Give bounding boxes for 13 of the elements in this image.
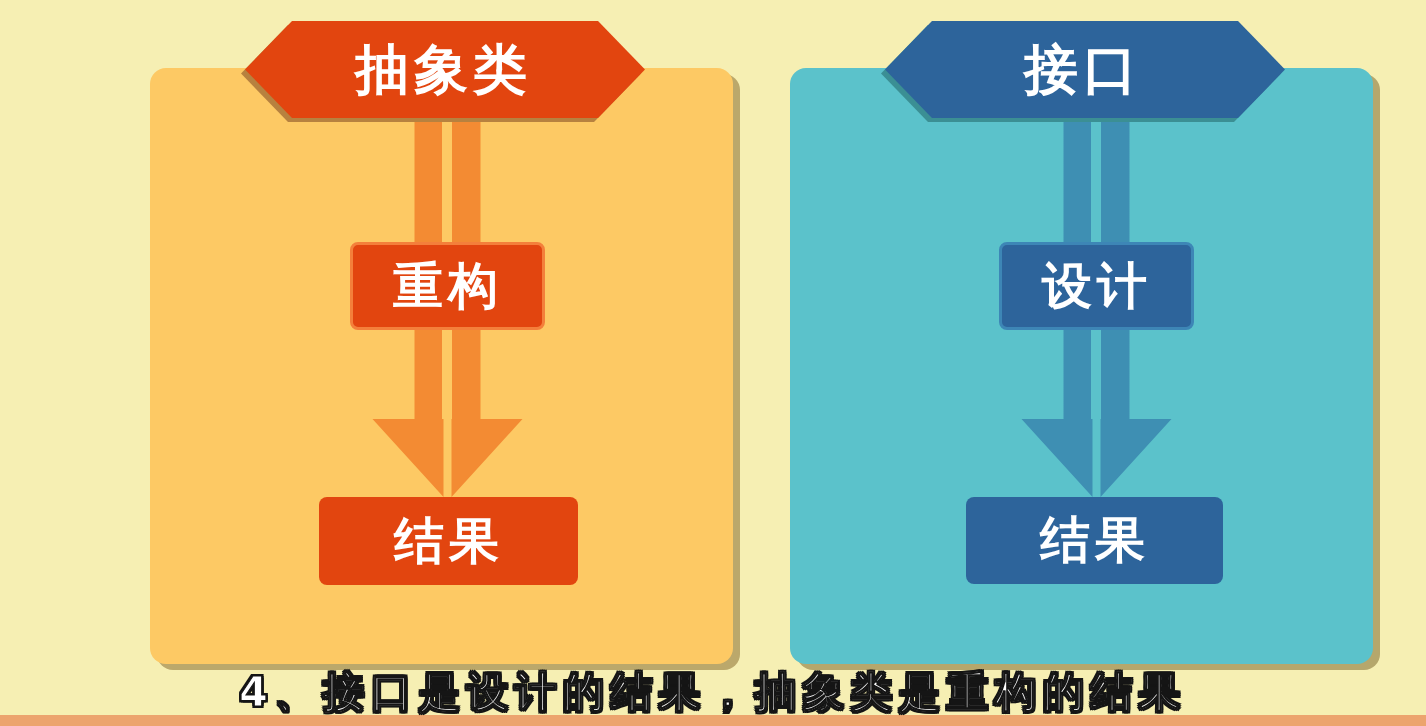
result-box	[966, 497, 1223, 584]
node-label: 结果	[393, 513, 504, 569]
node-label: 接口	[1024, 39, 1142, 100]
process-box	[350, 242, 545, 330]
header-hexagon	[241, 21, 645, 122]
node-label: 重构	[392, 258, 503, 314]
node-label: 结果	[1039, 513, 1150, 568]
header-hexagon	[881, 21, 1285, 122]
caption: 4、接口是设计的结果，抽象类是重构的结果	[239, 671, 1187, 714]
result-box	[319, 497, 578, 585]
node-label: 抽象类	[354, 39, 532, 100]
process-box	[999, 242, 1194, 330]
node-label: 设计	[1041, 258, 1152, 314]
